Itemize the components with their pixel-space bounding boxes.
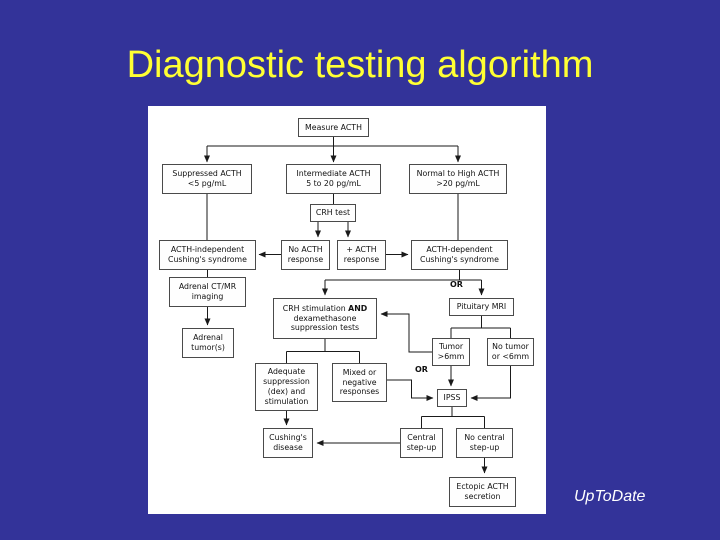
node-crh-test: CRH test bbox=[310, 204, 356, 222]
node-adrenal-tumor: Adrenal tumor(s) bbox=[182, 328, 234, 358]
uptodate-watermark: UpToDate bbox=[574, 488, 646, 505]
flowchart-connectors bbox=[204, 137, 511, 474]
node-central-step-up: Central step-up bbox=[400, 428, 443, 458]
connector bbox=[470, 366, 511, 401]
node-crh-dex-suppression-tests: CRH stimulation AND dexamethasone suppre… bbox=[273, 298, 377, 339]
node-ectopic-acth: Ectopic ACTH secretion bbox=[449, 477, 516, 507]
node-no-acth-response: No ACTH response bbox=[281, 240, 330, 270]
node-normal-high-acth: Normal to High ACTH >20 pg/mL bbox=[409, 164, 507, 194]
connector bbox=[380, 311, 432, 353]
node-no-central-step-up: No central step-up bbox=[456, 428, 513, 458]
node-line-1-text: CRH stimulation bbox=[282, 303, 346, 313]
node-ipss: IPSS bbox=[437, 389, 467, 407]
node-suppressed-acth: Suppressed ACTH <5 pg/mL bbox=[162, 164, 252, 194]
node-line-3: suppression tests bbox=[290, 323, 360, 333]
or-label-1: OR bbox=[450, 280, 463, 289]
node-adrenal-imaging: Adrenal CT/MR imaging bbox=[169, 277, 246, 307]
node-line-1: CRH stimulation AND bbox=[283, 304, 367, 314]
node-acth-dependent: ACTH-dependent Cushing's syndrome bbox=[411, 240, 508, 270]
node-line-2: dexamethasone bbox=[293, 313, 357, 323]
slide-title: Diagnostic testing algorithm bbox=[126, 44, 594, 86]
node-adequate-suppression: Adequate suppression (dex) and stimulati… bbox=[255, 363, 318, 411]
node-tumor-gt6mm: Tumor >6mm bbox=[432, 338, 470, 366]
flowchart-panel: Measure ACTH Suppressed ACTH <5 pg/mL In… bbox=[148, 106, 546, 514]
connector bbox=[387, 379, 434, 401]
node-intermediate-acth: Intermediate ACTH 5 to 20 pg/mL bbox=[286, 164, 381, 194]
node-mixed-negative-responses: Mixed or negative responses bbox=[332, 363, 387, 402]
node-positive-acth-response: + ACTH response bbox=[337, 240, 386, 270]
node-no-tumor-lt6mm: No tumor or <6mm bbox=[487, 338, 534, 366]
node-line-1-bold: AND bbox=[348, 303, 368, 313]
node-cushings-disease: Cushing's disease bbox=[263, 428, 313, 458]
node-acth-independent: ACTH-independent Cushing's syndrome bbox=[159, 240, 256, 270]
node-measure-acth: Measure ACTH bbox=[298, 118, 369, 137]
connector-lines bbox=[204, 137, 511, 474]
node-pituitary-mri: Pituitary MRI bbox=[449, 298, 514, 316]
or-label-2: OR bbox=[415, 365, 428, 374]
